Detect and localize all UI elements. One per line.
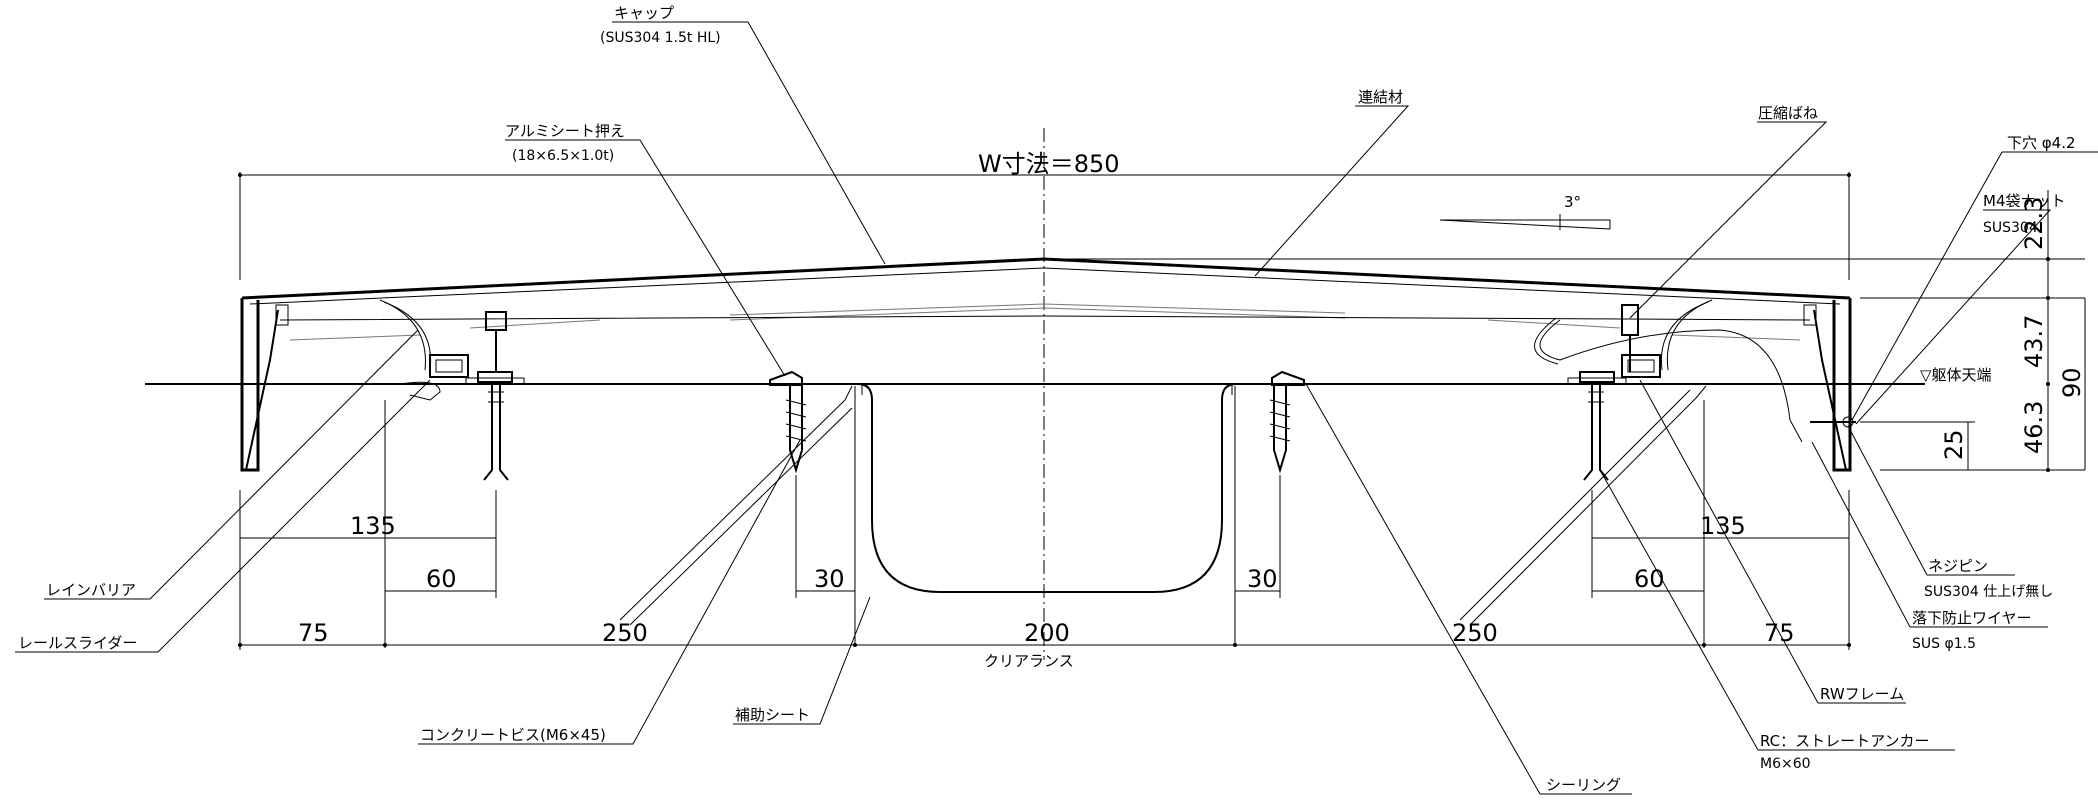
rc-anchor-spec: M6×60	[1760, 756, 1811, 772]
dimension-75-left: 75	[298, 619, 329, 647]
dimension-43-7: 43.7	[2020, 315, 2048, 368]
connector-label: 連結材	[1358, 88, 1403, 106]
screw-pin-spec: SUS304 仕上げ無し	[1924, 584, 2053, 600]
dimension-90: 90	[2058, 367, 2086, 398]
concrete-screw-label: コンクリートビス(M6×45)	[420, 726, 606, 744]
angle-label: 3°	[1564, 193, 1581, 211]
fall-prevention-wire-label: 落下防止ワイヤー	[1912, 609, 2032, 627]
dimension-250-right: 250	[1452, 619, 1498, 647]
dimension-46-3: 46.3	[2020, 401, 2048, 454]
slab-top-label: ▽躯体天端	[1920, 366, 1992, 384]
drawing-title: W寸法＝850	[978, 150, 1120, 178]
rc-anchor-label: RC：ストレートアンカー	[1760, 732, 1930, 750]
screw-pin-label: ネジピン	[1928, 557, 1988, 575]
vertical-dimensions	[1044, 190, 2086, 472]
slab-edges	[619, 385, 1707, 645]
clearance-label: クリアランス	[984, 652, 1074, 670]
cap-spec-label: (SUS304 1.5t HL)	[600, 30, 721, 46]
auxiliary-sheet-label: 補助シート	[735, 706, 810, 724]
dimension-25: 25	[1940, 429, 1968, 460]
leader-lines	[15, 21, 2098, 795]
auxiliary-sheet	[800, 383, 1290, 593]
m4-nut-label: M4袋ナット	[1983, 192, 2066, 210]
dimension-60-left: 60	[426, 565, 457, 593]
dimension-60-right: 60	[1634, 565, 1665, 593]
aluminum-sheet-holder-spec: (18×6.5×1.0t)	[512, 148, 614, 164]
slope-angle-indicator	[1439, 214, 1611, 230]
rw-frame-label: RWフレーム	[1820, 685, 1904, 703]
dimension-200-center: 200	[1024, 619, 1070, 647]
rain-barrier-label: レインバリア	[46, 581, 136, 599]
aluminum-sheet-holder-label: アルミシート押え	[505, 122, 625, 140]
compression-spring-label: 圧縮ばね	[1758, 104, 1818, 122]
horizontal-dimensions	[238, 400, 1851, 650]
dimension-30-left: 30	[814, 565, 845, 593]
right-mechanism	[1534, 299, 1856, 481]
fall-prevention-wire-spec: SUS φ1.5	[1912, 636, 1976, 652]
left-mechanism	[379, 299, 525, 481]
m4-nut-spec: SUS304	[1983, 220, 2038, 236]
rail-slider-label: レールスライダー	[18, 634, 137, 652]
cap	[240, 257, 1852, 472]
dimension-22-3: 22.3	[2020, 197, 2048, 250]
left-concrete-screw	[769, 370, 807, 474]
pilot-hole-label: 下穴 φ4.2	[2007, 134, 2076, 152]
right-concrete-screw	[1269, 370, 1305, 474]
dimension-135-right: 135	[1700, 512, 1746, 540]
cap-label: キャップ	[614, 4, 674, 22]
dimension-30-right: 30	[1247, 565, 1278, 593]
dimension-250-left: 250	[602, 619, 648, 647]
overall-width-dimension	[238, 172, 1851, 280]
sealing-label: シーリング	[1546, 776, 1621, 794]
dimension-135-left: 135	[350, 512, 396, 540]
